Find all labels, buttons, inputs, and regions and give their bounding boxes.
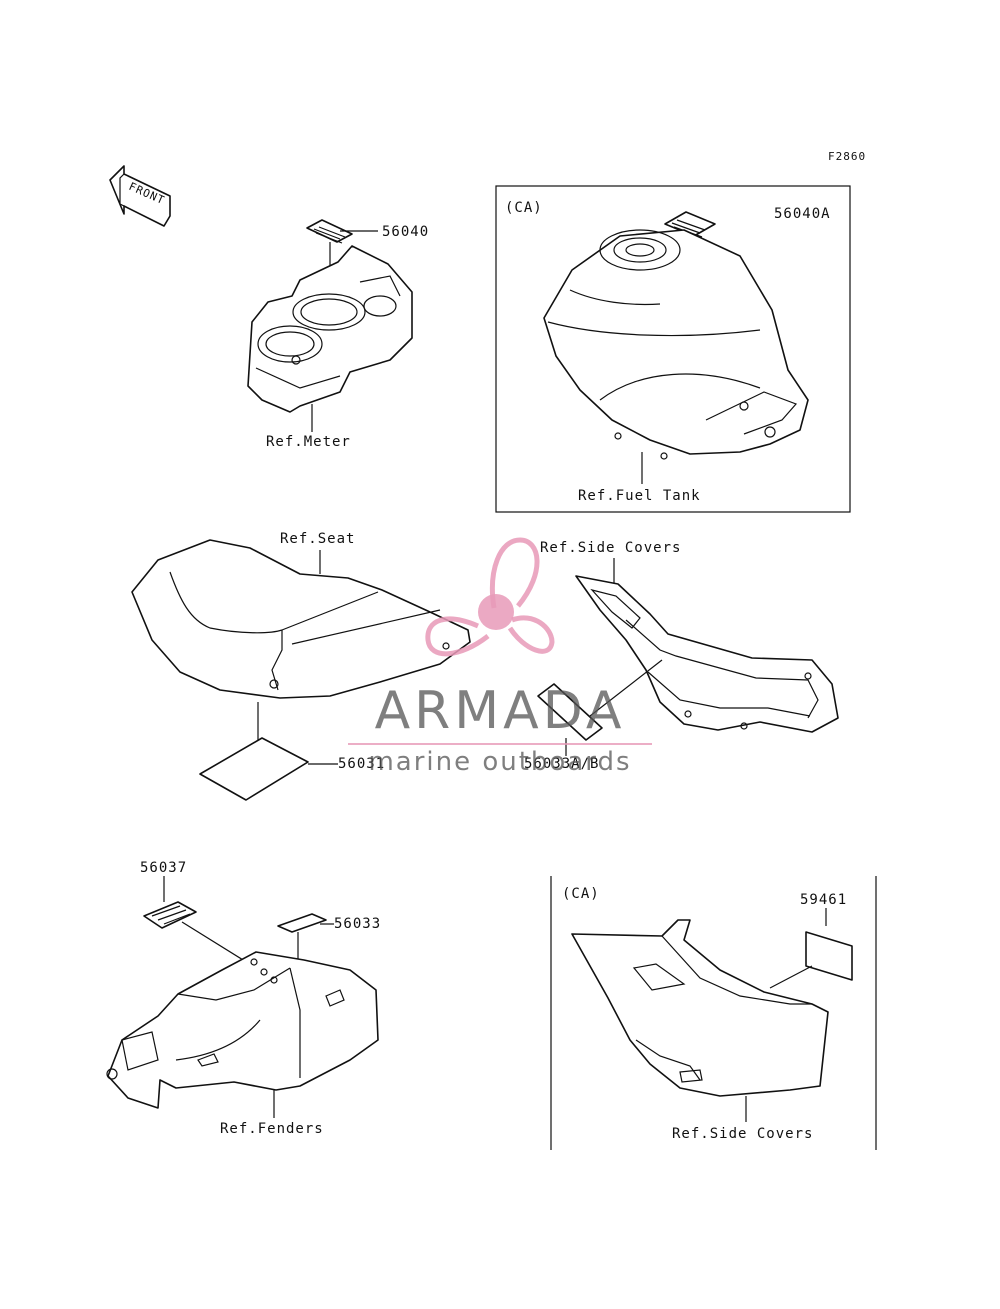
ref-meter-label: Ref.Meter bbox=[266, 434, 351, 450]
meter-housing bbox=[247, 245, 413, 413]
fuel-tank-frame bbox=[495, 185, 851, 513]
fuel-tank-body bbox=[543, 229, 809, 455]
side-cover-ca-region-code: (CA) bbox=[562, 886, 600, 902]
ref-fuel-tank-label: Ref.Fuel Tank bbox=[578, 488, 701, 504]
fuel-tank-part-number: 56040A bbox=[774, 206, 831, 222]
side-cover-ca-group: 59461 Ref.Side Covers bbox=[571, 892, 853, 1142]
figure-code: F2860 bbox=[828, 150, 866, 163]
meter-group: 56040 Ref.Meter bbox=[247, 219, 429, 450]
fuel-tank-region-code: (CA) bbox=[505, 200, 543, 216]
fenders-group: 56037 56033 Ref.Fenders bbox=[106, 860, 381, 1137]
seat-body bbox=[131, 539, 471, 699]
front-arrow-icon: FRONT bbox=[109, 165, 171, 227]
side-cover-part-number: 56033A/B bbox=[524, 756, 599, 772]
seat-part-number: 56031 bbox=[338, 756, 385, 772]
ref-side-covers-ca-label: Ref.Side Covers bbox=[672, 1126, 813, 1142]
fuel-tank-group: 56040A Ref.Fuel Tank bbox=[543, 206, 831, 504]
watermark-brand: ARMADA bbox=[375, 681, 626, 741]
fender-right-decal bbox=[277, 913, 327, 933]
fender-body bbox=[107, 951, 379, 1109]
watermark-tagline: marine outboards bbox=[368, 747, 631, 777]
side-cover-ca-body bbox=[571, 919, 829, 1097]
fender-left-part-number: 56037 bbox=[140, 860, 187, 876]
side-cover-body bbox=[575, 575, 839, 733]
seat-decal bbox=[199, 737, 309, 801]
fender-left-decal bbox=[143, 901, 197, 929]
side-cover-decal bbox=[537, 683, 603, 741]
seat-group: Ref.Seat 56031 bbox=[131, 531, 471, 801]
meter-part-number: 56040 bbox=[382, 224, 429, 240]
side-cover-ca-part-number: 59461 bbox=[800, 892, 847, 908]
propeller-hub bbox=[478, 594, 514, 630]
ref-seat-label: Ref.Seat bbox=[280, 531, 355, 547]
fender-right-part-number: 56033 bbox=[334, 916, 381, 932]
side-covers-group: Ref.Side Covers 56033A/B bbox=[524, 540, 839, 772]
side-cover-ca-decal bbox=[805, 931, 853, 981]
ref-side-covers-label: Ref.Side Covers bbox=[540, 540, 681, 556]
armada-watermark: ARMADA marine outboards bbox=[348, 537, 652, 777]
propeller-logo-icon bbox=[425, 537, 555, 657]
ref-fenders-label: Ref.Fenders bbox=[220, 1121, 324, 1137]
